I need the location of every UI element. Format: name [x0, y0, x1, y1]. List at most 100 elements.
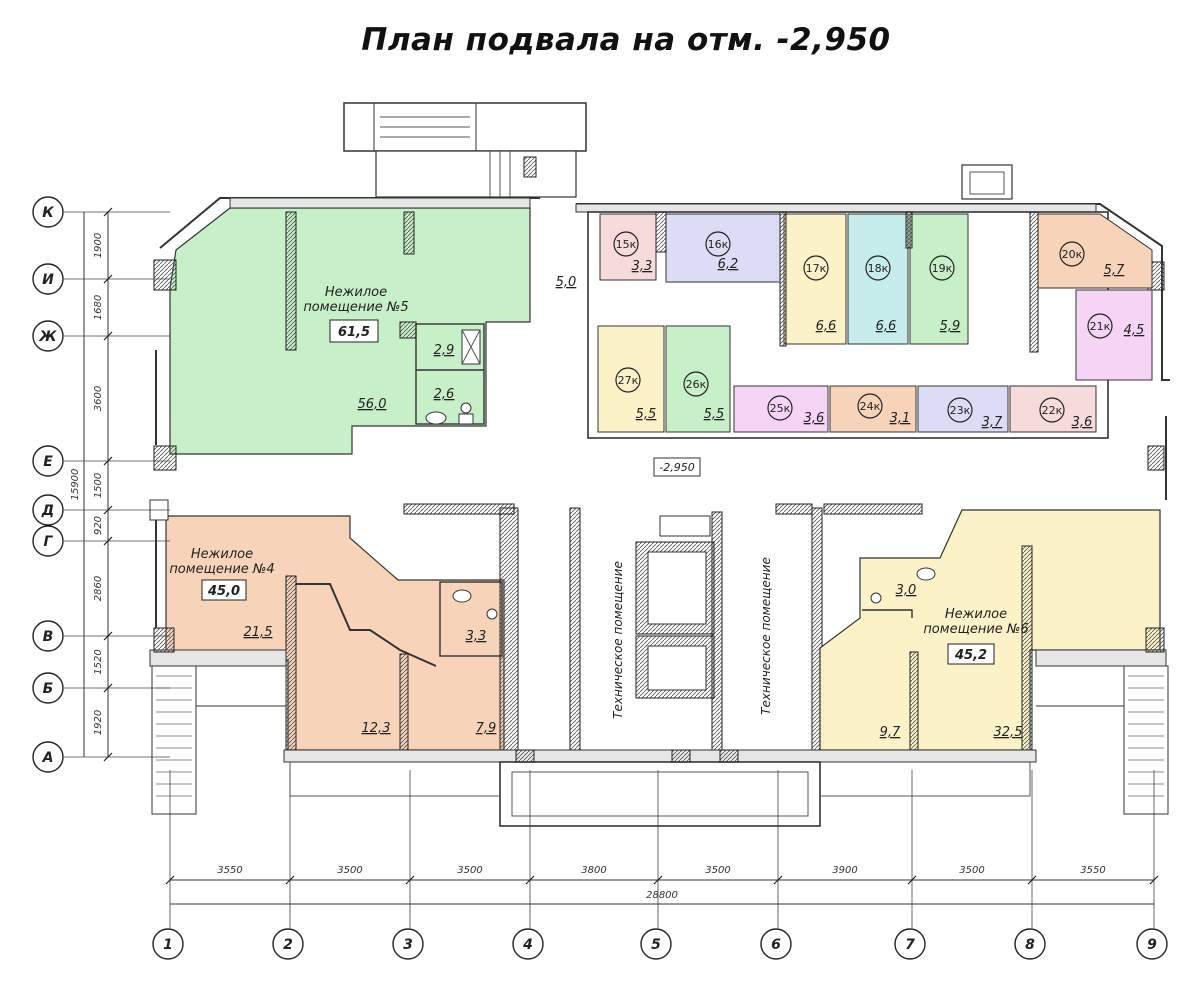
room6-name-2: помещение №6	[923, 622, 1028, 637]
storage-id: 27к	[618, 374, 639, 387]
col-axis-marker	[512, 928, 544, 960]
col-axis-marker	[152, 928, 184, 960]
storage-badge	[683, 371, 709, 397]
room6-total: 45,2	[954, 648, 987, 663]
row-axis-label: В	[43, 629, 54, 645]
storage-area: 3,3	[632, 259, 653, 274]
row-axis-marker	[32, 320, 64, 352]
row-dim: 920	[93, 516, 104, 535]
room-6: Нежилое помещение №6 45,2 3,0 9,7 32,5	[775, 503, 1161, 753]
storage-id: 25к	[770, 402, 791, 415]
room5-wc2: 2,6	[434, 387, 455, 402]
room5-name-2: помещение №5	[303, 300, 408, 315]
row-axis-label: Ж	[38, 329, 57, 345]
storage-badge	[929, 255, 955, 281]
col-dim: 3900	[832, 865, 857, 876]
col-axis-label: 9	[1147, 937, 1157, 953]
storage-block	[587, 211, 1153, 439]
room4-a3: 7,9	[476, 721, 497, 736]
storage-area: 3,7	[982, 415, 1003, 430]
row-axis-marker	[32, 741, 64, 773]
row-axis-label: Е	[43, 454, 53, 470]
room4-name-2: помещение №4	[169, 562, 274, 577]
room6-a2: 9,7	[880, 725, 901, 740]
col-axis-label: 1	[163, 937, 173, 953]
col-axis-label: 5	[651, 937, 661, 953]
col-dim: 3550	[1080, 865, 1105, 876]
room4-a1: 21,5	[244, 625, 273, 640]
col-dim: 3500	[959, 865, 984, 876]
row-dim: 1900	[93, 233, 104, 258]
col-axis-label: 2	[283, 937, 293, 953]
room5-total: 61,5	[338, 325, 370, 340]
room4-name-1: Нежилое	[191, 547, 253, 562]
storage-area: 5,5	[636, 407, 657, 422]
col-axis-label: 4	[522, 937, 533, 953]
storage-badge	[857, 393, 883, 419]
col-total-dim: 28800	[646, 890, 678, 901]
storage-area: 3,6	[1072, 415, 1093, 430]
room6-name-1: Нежилое	[945, 607, 1007, 622]
row-dim: 1920	[93, 710, 104, 735]
storage-id: 21к	[1090, 320, 1111, 333]
row-dim: 2860	[93, 576, 104, 601]
row-axis-marker	[32, 494, 64, 526]
room4-total: 45,0	[207, 584, 240, 599]
room-5: Нежилое помещение №5 61,5 56,0 2,9 2,6	[169, 207, 531, 455]
row-axis-marker	[32, 525, 64, 557]
col-axis-label: 3	[403, 937, 413, 953]
plan-title: План подвала на отм. -2,950	[361, 22, 891, 58]
row-axis-label: Г	[44, 534, 54, 550]
stair-treads	[156, 675, 1164, 797]
col-dim: 3500	[337, 865, 362, 876]
storage-badge	[1087, 313, 1113, 339]
row-dim: 1520	[93, 649, 104, 674]
level-mark: -2,950	[659, 461, 694, 474]
row-axis-label: А	[42, 750, 54, 766]
storage-area: 5,7	[1104, 263, 1125, 278]
room4-a2: 12,3	[362, 721, 391, 736]
room5-name-1: Нежилое	[325, 285, 387, 300]
storage-badge	[613, 231, 639, 257]
top-stair	[343, 102, 1013, 200]
storage-id: 23к	[950, 404, 971, 417]
tech-room-label-2: Техническое помещение	[759, 557, 773, 715]
storage-id: 18к	[868, 262, 889, 275]
row-axis-marker	[32, 672, 64, 704]
col-dim: 3500	[457, 865, 482, 876]
storage-area: 6,2	[718, 257, 739, 272]
row-axis-label: Б	[43, 681, 54, 697]
col-axis-marker	[894, 928, 926, 960]
storage-area: 3,1	[890, 411, 911, 426]
storage-id: 19к	[932, 262, 953, 275]
storage-area: 6,6	[816, 319, 837, 334]
storage-area: 4,5	[1124, 323, 1145, 338]
room-4: Нежилое помещение №4 45,0 21,5 12,3 7,9 …	[165, 503, 519, 755]
storage-badge	[705, 231, 731, 257]
row-dim: 1500	[93, 473, 104, 498]
row-dim: 3600	[93, 386, 104, 411]
col-dim: 3500	[705, 865, 730, 876]
corridor-area: 5,0	[556, 275, 577, 290]
row-axis-marker	[32, 445, 64, 477]
room5-area: 56,0	[358, 397, 387, 412]
col-axis-marker	[1014, 928, 1046, 960]
row-axis-marker	[32, 263, 64, 295]
storage-id: 15к	[616, 238, 637, 251]
storage-badge	[947, 397, 973, 423]
room4-a4: 3,3	[466, 629, 487, 644]
col-axis-marker	[272, 928, 304, 960]
col-axis-label: 7	[905, 937, 915, 953]
storage-badge	[1059, 241, 1085, 267]
col-axis-marker	[640, 928, 672, 960]
tech-rooms: Техническое помещение Техническое помеще…	[569, 507, 823, 755]
row-axis-marker	[32, 196, 64, 228]
storage-id: 22к	[1042, 404, 1063, 417]
storage-badge	[1039, 397, 1065, 423]
row-axes: КИЖЕДГВБА1900168036001500920286015201920…	[32, 196, 170, 773]
storage-area: 5,9	[940, 319, 961, 334]
storage-area: 5,5	[704, 407, 725, 422]
